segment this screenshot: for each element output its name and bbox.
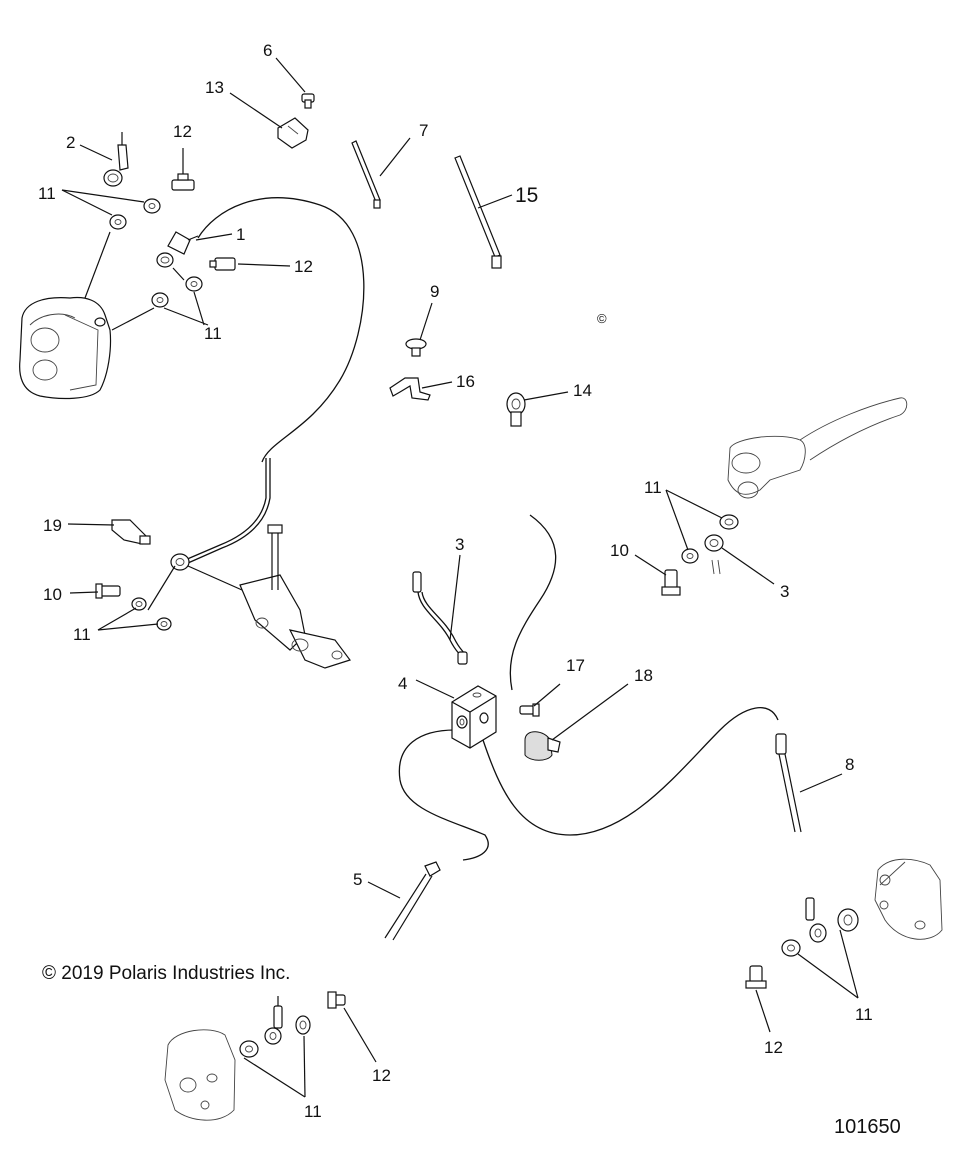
callout-4: 4: [398, 674, 407, 693]
callout-10b: 10: [43, 585, 62, 604]
callout-10a: 10: [610, 541, 629, 560]
distribution-block-4: [451, 685, 497, 749]
fitting-14: [506, 392, 526, 427]
callout-17: 17: [566, 656, 585, 675]
brake-lines: [184, 197, 779, 861]
bolt-12-right-rear: [745, 965, 767, 989]
brake-hose-3: [412, 571, 468, 665]
callout-12a: 12: [173, 122, 192, 141]
banjo-fitting-1: [156, 231, 199, 268]
callout-15: 15: [515, 184, 538, 207]
brake-hose-5: [384, 861, 441, 941]
copyright-mark: ©: [597, 311, 607, 326]
callout-14: 14: [573, 381, 592, 400]
screw-9: [405, 338, 427, 357]
callout-5: 5: [353, 870, 362, 889]
callout-11b: 11: [204, 324, 222, 343]
callout-9: 9: [430, 282, 439, 301]
washers: [109, 198, 859, 1058]
callout-3b: 3: [455, 535, 464, 554]
callout-labels: 6 13 7 15 2 12 11 1 12 11 9 16 14 11 10 …: [38, 41, 873, 1121]
brake-line-right-upper: [509, 514, 557, 691]
callout-1: 1: [236, 225, 245, 244]
brake-hose-8: [775, 733, 802, 833]
banjo-fitting-2: [103, 132, 129, 187]
switch-18: [524, 731, 561, 761]
master-cylinder-right: [704, 397, 908, 575]
brake-line-right-rear: [482, 707, 779, 836]
callout-12d: 12: [372, 1066, 391, 1085]
copyright-notice: © 2019 Polaris Industries Inc.: [42, 963, 290, 984]
bolt-12-top: [171, 173, 195, 191]
callout-11f: 11: [304, 1102, 322, 1121]
clip-13: [277, 117, 309, 149]
drawing-number: 101650: [834, 1116, 901, 1138]
brake-line-front-left: [197, 197, 365, 463]
bolt-12-mid: [209, 257, 236, 271]
bolt-12-left-rear: [327, 991, 346, 1009]
callout-11d: 11: [73, 625, 91, 644]
callout-18: 18: [634, 666, 653, 685]
callout-2: 2: [66, 133, 75, 152]
callout-11e: 11: [855, 1005, 873, 1024]
callout-16: 16: [456, 372, 475, 391]
callout-19: 19: [43, 516, 62, 535]
master-cylinder-left: [170, 524, 351, 669]
callout-11a: 11: [38, 184, 56, 203]
callout-3a: 3: [780, 582, 789, 601]
bolt-10-left: [95, 583, 121, 599]
bolt-6: [301, 93, 315, 109]
caliper-right-rear: [805, 858, 943, 943]
bolts: [95, 173, 767, 1009]
cable-tie-15: [454, 155, 502, 269]
switch-19: [111, 519, 151, 545]
callout-12b: 12: [294, 257, 313, 276]
brake-line-to-master: [184, 458, 267, 561]
callout-11c: 11: [644, 478, 662, 497]
callout-7: 7: [419, 121, 428, 140]
clamp-16: [389, 377, 431, 401]
caliper-left-rear: [164, 996, 283, 1121]
screw-17: [519, 703, 540, 717]
callout-6: 6: [263, 41, 272, 60]
callout-13: 13: [205, 78, 224, 97]
bolt-10-right: [661, 569, 681, 596]
leader-lines: [61, 57, 859, 1098]
cable-tie-7: [351, 140, 381, 209]
brake-line-left-rear: [398, 729, 489, 861]
callout-12c: 12: [764, 1038, 783, 1057]
caliper-front-left: [19, 296, 112, 400]
callout-8: 8: [845, 755, 854, 774]
